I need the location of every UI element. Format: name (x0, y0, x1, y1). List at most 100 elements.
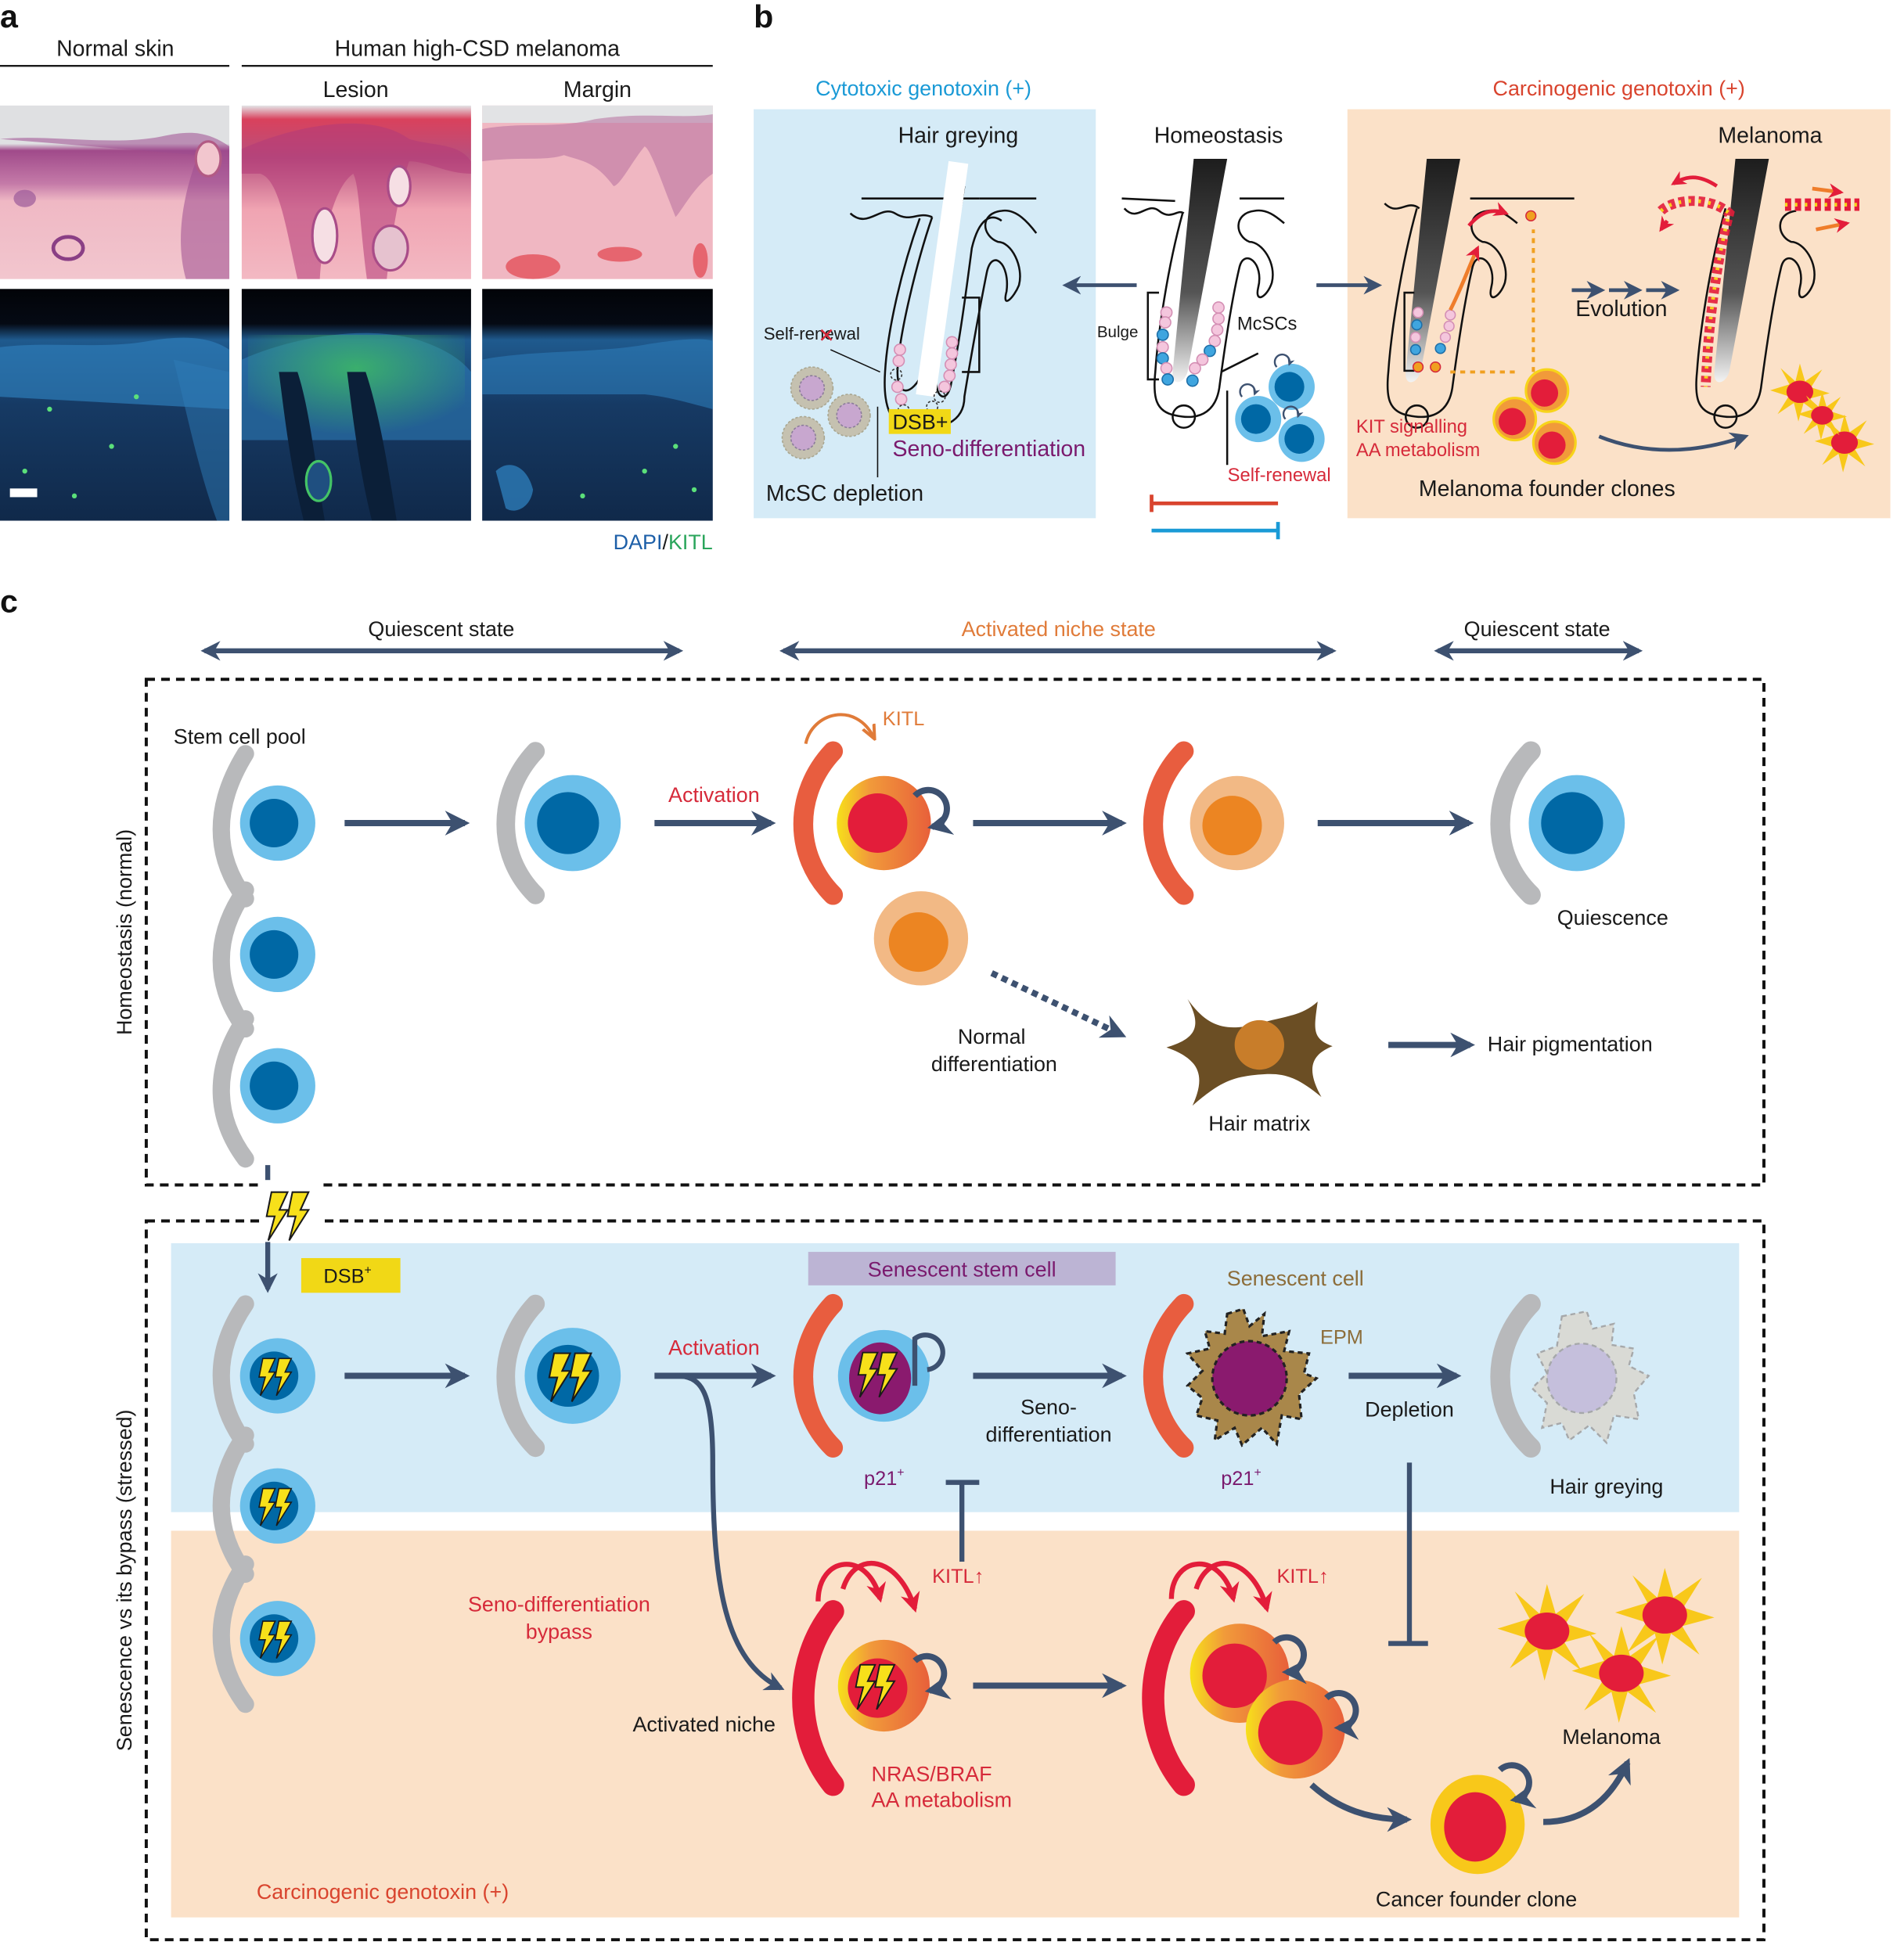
he-lesion-image (241, 105, 471, 279)
state-activated: Activated niche state (962, 617, 1156, 641)
hair-matrix-cell (1166, 998, 1333, 1106)
inhibition-depletion-to-melanoma (1388, 1462, 1428, 1646)
kitl-up-label-1: KITL↑ (932, 1566, 984, 1587)
panel-a-letter: a (0, 0, 19, 34)
seno-diff-label-2: differentiation (986, 1422, 1112, 1446)
damaged-quiescent-stem-cell (496, 1294, 621, 1458)
quiescence-stem-cell (1490, 741, 1625, 905)
carcinogenic-label-c: Carcinogenic genotoxin (+) (257, 1880, 509, 1904)
cancer-founder-clone-cell (1430, 1762, 1537, 1875)
bulge-label: Bulge (1097, 323, 1139, 341)
carcinogenic-follicle (1384, 197, 1575, 429)
melanoma-header: Human high-CSD melanoma (335, 37, 620, 62)
self-renewal-loop-icon (912, 786, 955, 835)
senescent-stem-cell-tag (808, 1252, 1116, 1285)
dsb-text: DSB (323, 1266, 364, 1288)
clonal-expansion-cells (1142, 1561, 1359, 1796)
senescent-cell (1143, 1293, 1319, 1458)
legend-kitl: KITL (668, 530, 713, 554)
kitl-label-top: KITL (883, 708, 925, 730)
damaged-stem-cell-pool (212, 1295, 315, 1713)
melanoma-title: Melanoma (1718, 123, 1822, 148)
stain-legend: DAPI/KITL (614, 530, 713, 554)
seno-diff-label-1: Seno- (1020, 1396, 1077, 1419)
melanoma-hair-shaft (1714, 158, 1769, 383)
cross-mark-icon: ✕ (818, 325, 834, 347)
stem-cell-pool (212, 745, 315, 1168)
panel-b: b Cytotoxic genotoxin (+) Carcinogenic g… (754, 0, 1891, 540)
self-renewal-blocked-label: Self-renewal (764, 324, 860, 343)
migration-arrow (1449, 245, 1480, 311)
normal-differentiation-arrow (990, 970, 1127, 1038)
if-lesion-image (241, 289, 471, 521)
panel-b-letter: b (754, 0, 773, 34)
blocked-self-renewal-icon (912, 1332, 945, 1386)
activated-niche-label: Activated niche (632, 1713, 775, 1736)
self-renewing-mcscs (1235, 353, 1325, 462)
bypass-label-2: bypass (526, 1620, 592, 1643)
stressed-box (144, 1219, 1765, 1942)
self-renewal-leader (830, 349, 880, 373)
normal-skin-header: Normal skin (56, 37, 174, 62)
kit-signalling-label: KIT signalling (1356, 416, 1467, 437)
dsb-badge-label: DSB+ (892, 410, 948, 433)
senescent-cell-label: Senescent cell (1227, 1267, 1364, 1290)
hair-greying-title: Hair greying (898, 123, 1019, 148)
founder-clones-label: Melanoma founder clones (1419, 476, 1675, 502)
dsb-badge-c-label: DSB+ (323, 1264, 371, 1288)
homeostasis-title: Homeostasis (1154, 123, 1283, 148)
activated-stem-cell (793, 713, 955, 905)
carcinogenic-title: Carcinogenic genotoxin (+) (1493, 77, 1745, 100)
senescent-stem-cell (793, 1293, 945, 1458)
dsb-badge (888, 408, 951, 434)
progression-arrow (1598, 432, 1749, 452)
legend-separator: / (662, 530, 668, 554)
homeostasis-follicle (1121, 197, 1285, 466)
p21-text-2: p21 (1221, 1468, 1254, 1490)
if-normal-image (0, 289, 230, 521)
bypass-label-1: Seno-differentiation (468, 1592, 650, 1616)
seno-differentiation-label: Seno-differentiation (892, 437, 1085, 462)
depleted-cell (1490, 1293, 1650, 1458)
homeostasis-box (144, 678, 1765, 1187)
melanoma-follicle (1695, 208, 1816, 429)
hair-pigmentation-label: Hair pigmentation (1488, 1032, 1653, 1055)
mcsc-depletion-label: McSC depletion (766, 481, 923, 506)
invasion-arrow-2 (1659, 215, 1675, 232)
pigmented-hair-shaft (1172, 158, 1228, 383)
melanoma-label-c: Melanoma (1562, 1725, 1661, 1749)
p21-text-1: p21 (864, 1468, 897, 1490)
bypass-arrow (675, 1373, 785, 1691)
p21-sup-2: + (1254, 1466, 1261, 1480)
returning-stem-cell (1143, 741, 1285, 905)
migration-arrow-2 (1467, 202, 1510, 228)
p21-sup-1: + (897, 1466, 904, 1480)
aa-metabolism-label: AA metabolism (1356, 440, 1480, 461)
inhibition-bars (1150, 494, 1280, 540)
homeostasis-bulge-cells (1156, 301, 1225, 387)
margin-header: Margin (563, 77, 632, 102)
normal-differentiation-label-2: differentiation (931, 1052, 1057, 1076)
differentiating-cell (873, 891, 969, 986)
cytotoxic-title: Cytotoxic genotoxin (+) (815, 77, 1031, 100)
state-quiescent-right: Quiescent state (1464, 617, 1611, 641)
invasion-arrow-3 (1812, 183, 1844, 199)
panel-c-letter: c (0, 584, 18, 620)
melanoma-spread-left (1657, 196, 1735, 387)
mcscs-label: McSCs (1237, 314, 1298, 335)
panel-a: a Normal skin Human high-CSD melanoma Le… (0, 0, 713, 554)
quiescent-stem-cell (496, 742, 621, 904)
carcinogenic-bulge-cells (1409, 210, 1537, 373)
aa-metabolism-label-c: AA metabolism (872, 1789, 1012, 1812)
stem-cell-pool-label: Stem cell pool (174, 725, 306, 749)
p21-label-2: p21+ (1221, 1466, 1262, 1490)
arrow-to-melanoma (1543, 1757, 1631, 1825)
p21-label-1: p21+ (864, 1466, 905, 1490)
senescent-stem-cell-label: Senescent stem cell (868, 1258, 1056, 1282)
stressed-side-label: Senescence vs its bypass (stressed) (113, 1409, 136, 1751)
epm-label: EPM (1320, 1326, 1363, 1348)
inhibition-kitl-to-senescence (945, 1480, 980, 1562)
he-margin-image (482, 105, 713, 279)
activation-label-bottom: Activation (668, 1336, 760, 1360)
